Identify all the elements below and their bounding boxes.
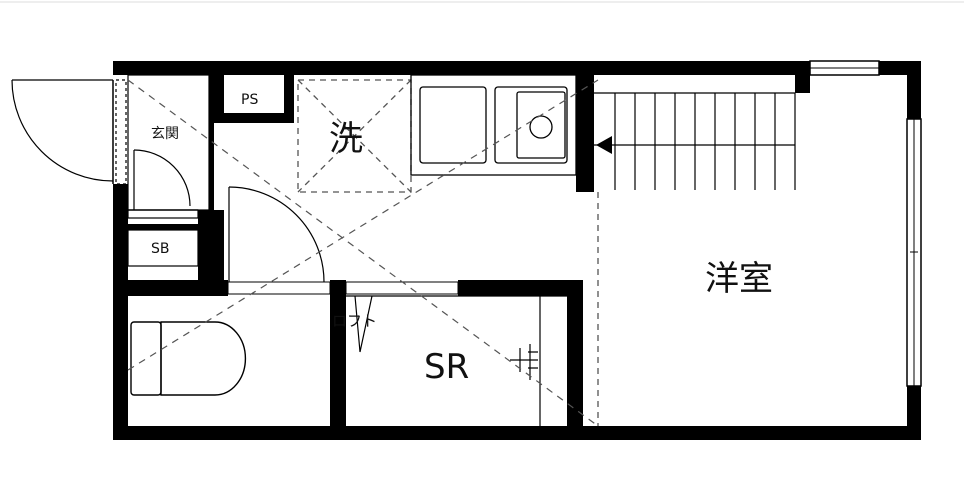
kitchen-counter bbox=[410, 74, 577, 176]
toilet bbox=[130, 321, 247, 396]
stairs bbox=[594, 92, 796, 190]
entrance-door bbox=[11, 79, 127, 185]
outer-walls bbox=[113, 61, 921, 440]
pipe-space-label: PS bbox=[241, 92, 258, 108]
loft-label: ロフト bbox=[332, 312, 377, 330]
loft-diagonals bbox=[127, 79, 599, 427]
stairs-arrow-icon bbox=[596, 136, 612, 154]
entrance-label: 玄関 bbox=[151, 125, 179, 142]
corridor-door bbox=[228, 186, 325, 283]
western-room-label: 洋室 bbox=[705, 259, 773, 299]
storage-room-label: SR bbox=[424, 347, 469, 387]
interior-walls bbox=[113, 75, 594, 426]
entrance-inner-door bbox=[133, 149, 191, 210]
laundry-label: 洗 bbox=[329, 119, 363, 159]
storage-room bbox=[346, 295, 567, 426]
faucet-icon bbox=[510, 344, 538, 380]
shoe-box-label: SB bbox=[151, 241, 170, 257]
door-sills bbox=[227, 281, 459, 295]
sr-door bbox=[354, 295, 373, 353]
right-window bbox=[906, 118, 922, 387]
top-window bbox=[809, 60, 880, 76]
shoe-box bbox=[113, 224, 199, 267]
entrance-area bbox=[127, 74, 210, 219]
